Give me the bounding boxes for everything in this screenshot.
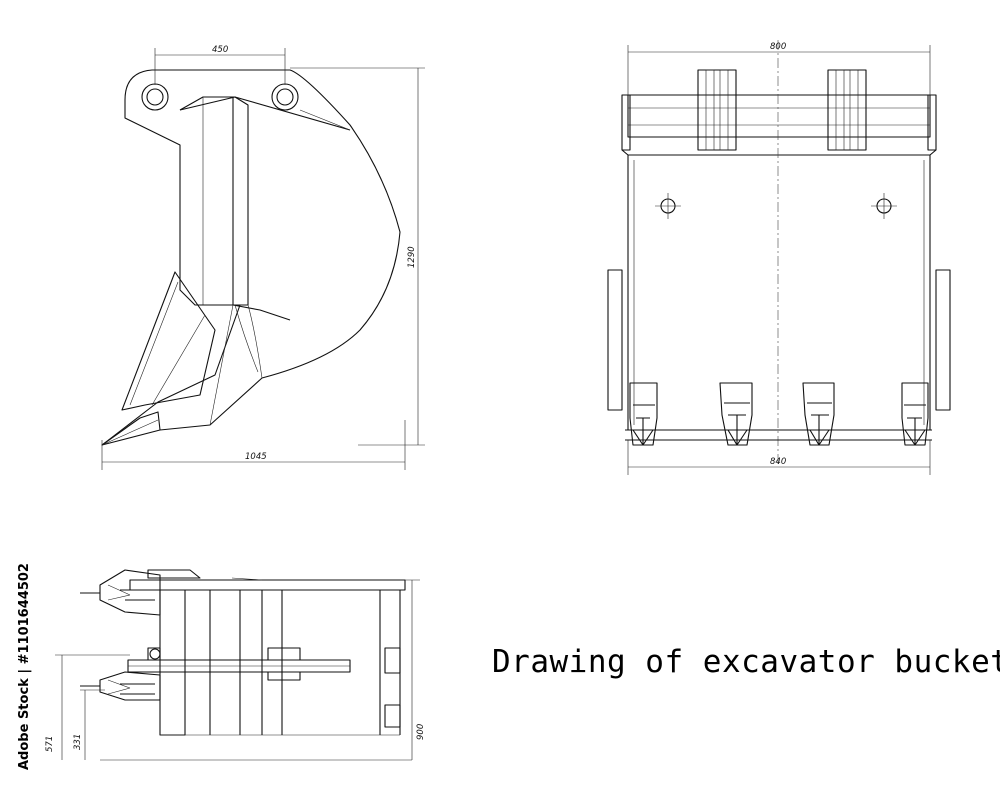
front-view-dim-bottom-label: 840 [770, 457, 786, 467]
side-view-outline [101, 69, 401, 446]
front-view: 800 840 [607, 40, 951, 475]
plan-view-dim-c-label: 900 [416, 724, 426, 740]
plan-view-dim-c [400, 579, 420, 760]
plan-view-dim-b-label: 331 [73, 734, 83, 750]
front-view-dim-bottom [627, 440, 931, 475]
side-view-tooth [121, 271, 216, 411]
front-view-side-plate-right [935, 269, 951, 411]
side-view-dim-bottom [101, 420, 406, 470]
plan-view: 571 331 900 [45, 569, 426, 761]
side-view-dim-top [154, 48, 286, 85]
front-view-teeth [629, 382, 929, 446]
plan-view-tooth-lower [80, 671, 161, 701]
side-view-pin-left [141, 83, 169, 111]
side-view-dim-height-label: 1290 [407, 246, 417, 268]
plan-view-dim-a [55, 654, 130, 760]
plan-view-tooth-upper [80, 569, 161, 616]
front-view-tooth [802, 382, 835, 446]
front-view-side-plate-left [607, 269, 623, 411]
plan-view-frame [159, 590, 401, 736]
front-view-ear-right [827, 69, 867, 151]
front-view-dim-top-label: 800 [770, 42, 786, 52]
front-view-tooth [629, 382, 658, 446]
side-view-dim-bottom-label: 1045 [245, 452, 267, 462]
side-view-flange [179, 96, 351, 131]
front-view-top-rail [627, 94, 931, 138]
stock-credit: Adobe Stock | #1101644502 [17, 563, 32, 770]
front-view-body [627, 154, 931, 431]
front-view-dim-top [627, 45, 931, 95]
plan-view-pin [149, 648, 161, 660]
front-view-ear-left [697, 69, 737, 151]
front-view-tooth [719, 382, 753, 446]
front-view-tooth [901, 382, 929, 446]
plan-view-top-plate [129, 579, 406, 591]
side-view: 450 1290 1045 [101, 45, 425, 470]
plan-view-dim-a-label: 571 [45, 736, 55, 752]
plan-view-dim-b [80, 689, 105, 760]
side-view-pin-right [271, 83, 299, 111]
drawing-title: Drawing of excavator bucket [492, 644, 1000, 680]
side-view-dim-top-label: 450 [212, 45, 228, 55]
side-view-back-plate [179, 96, 249, 306]
side-view-dim-height [290, 67, 425, 446]
